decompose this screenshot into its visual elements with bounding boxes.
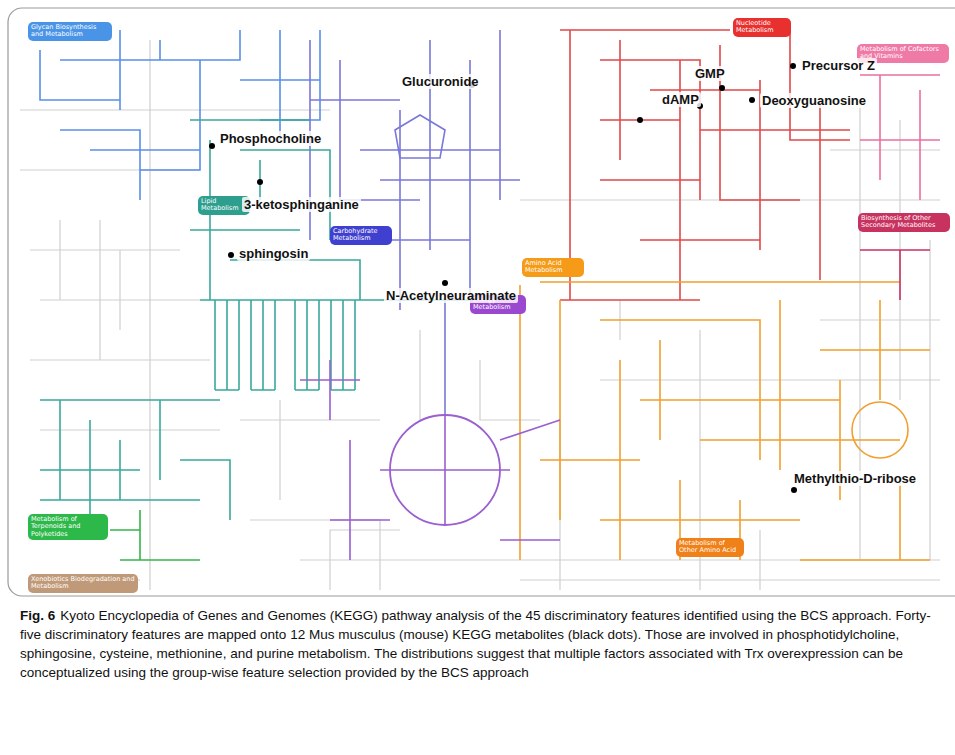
category-box: Biosynthesis of Other Secondary Metaboli… [858,213,950,232]
category-name: Amino Acid Metabolism [525,260,581,275]
secondary-pathways [860,250,930,300]
category-name: Nucleotide Metabolism [736,20,788,35]
metabolite-label: GMP [693,66,727,81]
category-name: Carbohydrate Metabolism [333,228,389,243]
category-box: Nucleotide Metabolism [733,18,791,37]
category-box: Metabolism of Terpenoids and Polyketides [28,514,108,540]
category-name: Xenobiotics Biodegradation and Metabolis… [31,576,135,591]
pentose-pentagon [395,115,445,158]
category-name: Glycan Biosynthesis and Metabolism [31,24,109,39]
carbohydrate-pathways [310,30,520,415]
energy-pathways [300,360,560,560]
metabolite-label: dAMP [660,92,701,107]
cofactor-pathways [860,75,940,200]
category-name: Lipid Metabolism [201,198,247,213]
mapped-metabolites [209,63,797,493]
caption-text: Kyoto Encyclopedia of Genes and Genomes … [20,608,931,680]
background-pathways [20,40,940,590]
category-box: Glycan Biosynthesis and Metabolism [28,22,112,41]
figure-number: Fig. 6 [20,608,55,623]
glycan-pathways [40,30,320,200]
metabolite-label: Glucuronide [400,74,481,89]
category-box: Metabolism of Other Amino Acid [676,538,744,557]
amino-acid-pathways [520,282,930,560]
category-name: Biosynthesis of Other Secondary Metaboli… [861,215,947,230]
terpenoid-pathways [110,510,200,560]
metabolite-label: Precursor Z [800,58,877,73]
metabolite-label: sphingosin [237,246,310,261]
category-box: Amino Acid Metabolism [522,258,584,277]
figure-caption: Fig. 6Kyoto Encyclopedia of Genes and Ge… [20,606,945,682]
urea-cycle [852,402,908,458]
category-name: Metabolism of Terpenoids and Polyketides [31,516,105,538]
figure-frame [8,8,955,596]
category-box: Carbohydrate Metabolism [330,226,392,245]
metabolite-label: Deoxyguanosine [760,93,868,108]
category-box: Xenobiotics Biodegradation and Metabolis… [28,574,138,593]
lipid-pathways [40,120,500,520]
category-name: Metabolism of Other Amino Acid [679,540,741,555]
metabolite-label: Methylthio-D-ribose [792,471,918,486]
metabolite-label: Phosphocholine [218,131,323,146]
metabolite-label: N-Acetylneuraminate [384,288,518,303]
metabolite-label: 3-ketosphinganine [242,197,361,212]
